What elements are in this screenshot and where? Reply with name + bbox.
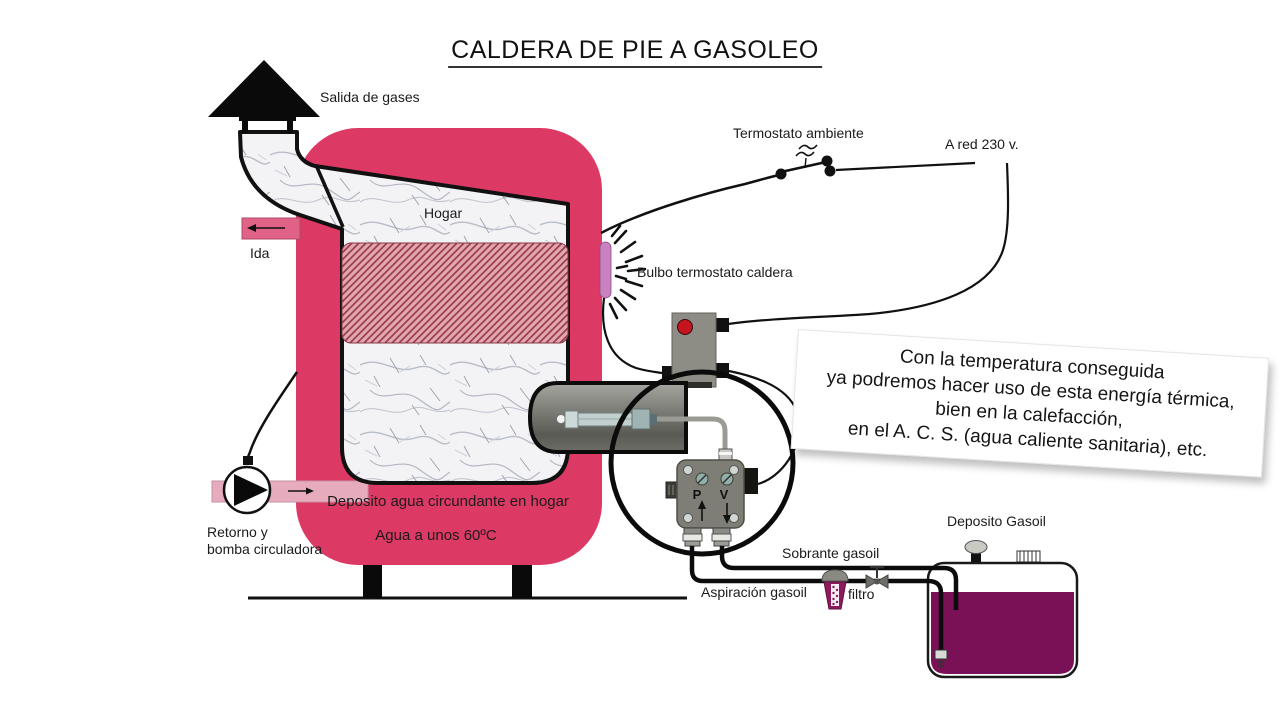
label-retorno-line2: bomba circuladora [207, 540, 323, 557]
ida-flow-arrow [247, 224, 256, 232]
aspiracion-line [689, 546, 944, 650]
wire-to-circulator [246, 371, 299, 458]
label-ida: Ida [250, 245, 270, 261]
burner-housing [608, 369, 796, 557]
indicator-light [677, 319, 693, 335]
fuel-filter [821, 569, 849, 610]
label-retorno-line1: Retorno y [207, 524, 268, 540]
ida-pipe [241, 217, 301, 240]
label-retorno-bomba: Retorno y bomba circuladora [207, 524, 322, 558]
wire-boiler-to-switch [600, 173, 780, 235]
thermostat-symbol [795, 151, 815, 157]
label-a-red-230: A red 230 v. [945, 136, 1019, 152]
wire-bulb-to-control-box [602, 297, 663, 375]
circulator-pump [222, 371, 299, 515]
retorno-flow-arrow [306, 487, 314, 495]
filter-cap [821, 569, 849, 582]
fuel-tube-to-nozzle [657, 416, 728, 449]
foot-strainer [934, 649, 948, 668]
boiler-leg-left [363, 560, 382, 598]
tank-fill-cap [964, 540, 988, 554]
bulb-rays [608, 224, 647, 320]
pump-port-v-label: V [720, 487, 729, 502]
flame-zone-hatch [341, 242, 569, 344]
thermostat-bulb [599, 241, 612, 299]
pump-port-p-label: P [693, 487, 702, 502]
label-deposito-agua: Deposito agua circundante en hogar [327, 493, 569, 510]
pump-direction-triangle [234, 474, 268, 506]
tank-fuel-level [931, 592, 1074, 674]
label-sobrante-gasoil: Sobrante gasoil [782, 545, 880, 561]
label-hogar: Hogar [424, 205, 463, 221]
label-termostato-ambiente: Termostato ambiente [733, 125, 864, 141]
wire-mains-to-control-box [727, 162, 1010, 326]
label-deposito-gasoil: Deposito Gasoil [947, 513, 1046, 529]
shutoff-valve [865, 565, 889, 589]
label-salida-gases: Salida de gases [320, 89, 420, 105]
sobrante-line [719, 546, 959, 610]
label-bulbo-termostato: Bulbo termostato caldera [637, 264, 793, 280]
pump-solenoid-connector [744, 468, 758, 494]
wire-switch-to-mains [835, 161, 976, 172]
boiler-leg-right [512, 560, 532, 598]
room-thermostat-switch [775, 144, 836, 180]
page-title: CALDERA DE PIE A GASOLEO [448, 36, 822, 68]
label-filtro: filtro [848, 586, 875, 602]
fuel-pump: P V [665, 448, 758, 547]
label-aspiracion-gasoil: Aspiración gasoil [701, 584, 807, 600]
chimney-cap [208, 60, 320, 133]
fuel-tank [926, 540, 1079, 679]
flue-joint-line [314, 164, 345, 228]
label-agua-60: Agua a unos 60ºC [375, 527, 497, 544]
